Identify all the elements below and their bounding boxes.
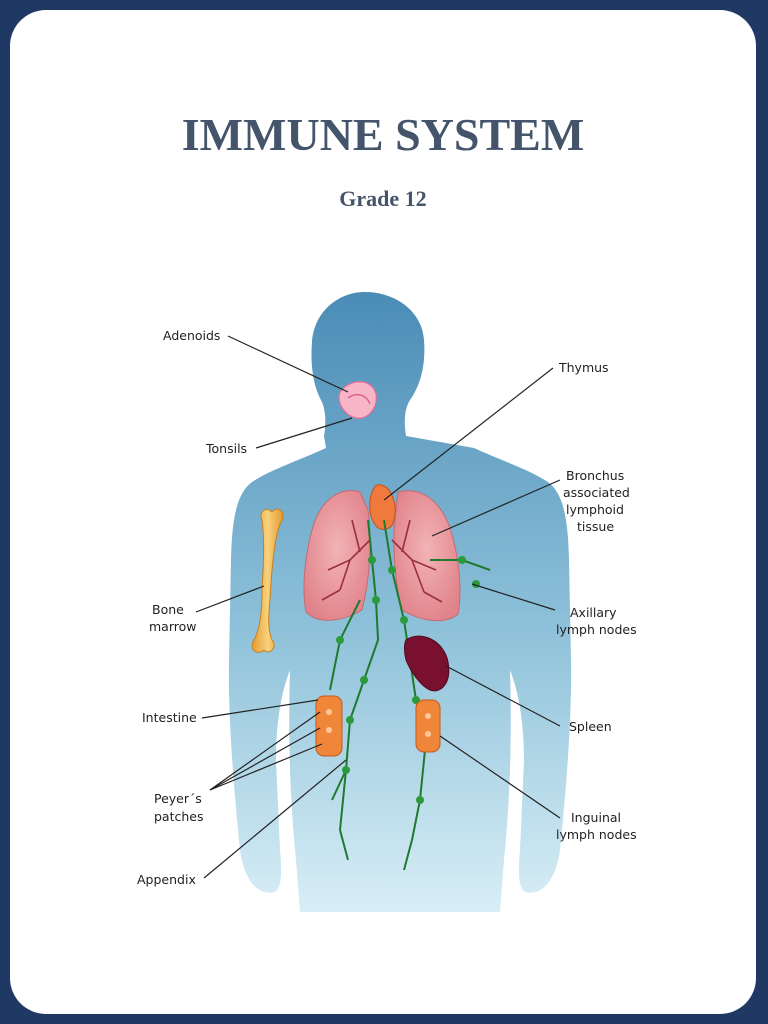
label-axillary-line2: lymph nodes — [556, 622, 637, 637]
page-subtitle: Grade 12 — [339, 186, 427, 211]
label-thymus: Thymus — [558, 360, 609, 375]
label-tonsils: Tonsils — [205, 441, 247, 456]
adenoids-icon — [338, 381, 377, 419]
label-bronchus-line1: Bronchus — [566, 468, 624, 483]
label-appendix: Appendix — [137, 872, 196, 887]
label-bone-marrow-line2: marrow — [149, 619, 197, 634]
label-adenoids: Adenoids — [163, 328, 220, 343]
label-bronchus-line4: tissue — [577, 519, 614, 534]
leader-lines — [195, 335, 561, 879]
label-peyers-line1: Peyer´s — [154, 791, 202, 806]
label-axillary-line1: Axillary — [570, 605, 617, 620]
lymph-network — [329, 519, 491, 871]
label-peyers-line2: patches — [154, 809, 204, 824]
spleen-organ-icon — [404, 635, 450, 692]
femur-bone-icon — [251, 508, 284, 653]
label-bronchus-line3: lymphoid — [566, 502, 624, 517]
label-bronchus-line2: associated — [563, 485, 630, 500]
label-spleen: Spleen — [569, 719, 612, 734]
label-bone-marrow-line1: Bone — [152, 602, 184, 617]
label-inguinal-line2: lymph nodes — [556, 827, 637, 842]
lungs-icon — [303, 490, 461, 622]
intestine-segment-icon — [315, 695, 441, 757]
label-inguinal-line1: Inguinal — [571, 810, 621, 825]
page-title: IMMUNE SYSTEM — [181, 109, 585, 160]
label-intestine: Intestine — [142, 710, 197, 725]
